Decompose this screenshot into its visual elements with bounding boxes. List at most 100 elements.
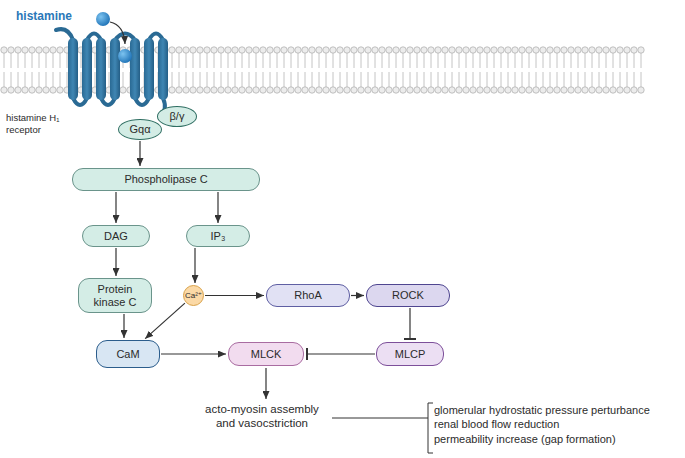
lipid-head — [624, 47, 630, 53]
lipid-tail — [424, 53, 425, 68]
lipid-head — [120, 87, 126, 93]
lipid-tail — [529, 72, 530, 87]
lipid-head — [358, 47, 364, 53]
lipid-tail — [95, 53, 96, 68]
lipid-tail — [291, 53, 292, 68]
lipid-tail — [347, 53, 348, 68]
lipid-tail — [221, 53, 222, 68]
lipid-tail — [235, 72, 236, 87]
lipid-tail — [39, 53, 40, 68]
lipid-head — [295, 87, 301, 93]
lipid-head — [554, 87, 560, 93]
lipid-head — [155, 47, 161, 53]
lipid-tail — [32, 53, 33, 68]
lipid-tail — [200, 53, 201, 68]
lipid-tail — [536, 72, 537, 87]
lipid-head — [148, 87, 154, 93]
lipid-head — [379, 47, 385, 53]
lipid-head — [1, 87, 7, 93]
lipid-tail — [382, 53, 383, 68]
lipid-head — [638, 47, 644, 53]
lipid-head — [57, 87, 63, 93]
node-text: Protein kinase C — [88, 283, 142, 308]
lipid-head — [281, 87, 287, 93]
lipid-tail — [375, 72, 376, 87]
lipid-tail — [627, 72, 628, 87]
lipid-head — [533, 87, 539, 93]
lipid-head — [78, 87, 84, 93]
lipid-tail — [536, 53, 537, 68]
lipid-tail — [165, 53, 166, 68]
lipid-head — [484, 47, 490, 53]
process-box: RhoA — [266, 284, 350, 307]
lipid-tail — [431, 72, 432, 87]
lipid-tail — [53, 72, 54, 87]
lipid-head — [617, 87, 623, 93]
signal-arrow — [205, 295, 264, 296]
lipid-head — [85, 47, 91, 53]
lipid-tail — [641, 72, 642, 87]
lipid-tail — [417, 72, 418, 87]
lipid-head — [379, 87, 385, 93]
lipid-tail — [599, 72, 600, 87]
receptor-loop — [101, 98, 115, 105]
lipid-head — [64, 47, 70, 53]
lipid-tail — [109, 72, 110, 87]
receptor-loop — [135, 98, 149, 105]
lipid-tail — [487, 53, 488, 68]
lipid-tail — [606, 72, 607, 87]
lipid-tail — [522, 72, 523, 87]
lipid-head — [71, 47, 77, 53]
receptor-helix — [96, 38, 106, 100]
lipid-tail — [459, 72, 460, 87]
lipid-tail — [214, 72, 215, 87]
lipid-tail — [102, 72, 103, 87]
lipid-head — [225, 87, 231, 93]
lipid-head — [197, 87, 203, 93]
effect-label: permeability increase (gap formation) — [434, 433, 616, 447]
signal-arrow — [123, 314, 124, 338]
node-text: Gqα — [129, 123, 150, 136]
lipid-head — [239, 87, 245, 93]
lipid-head — [274, 47, 280, 53]
lipid-tail — [270, 72, 271, 87]
lipid-tail — [32, 72, 33, 87]
lipid-head — [519, 87, 525, 93]
lipid-head — [421, 87, 427, 93]
process-box: DAG — [82, 225, 150, 247]
lipid-head — [113, 47, 119, 53]
lipid-tail — [144, 53, 145, 68]
lipid-tail — [571, 72, 572, 87]
lipid-head — [92, 87, 98, 93]
lipid-tail — [186, 72, 187, 87]
lipid-head — [526, 47, 532, 53]
lipid-head — [169, 47, 175, 53]
lipid-head — [120, 47, 126, 53]
lipid-head — [498, 47, 504, 53]
lipid-tail — [550, 72, 551, 87]
lipid-head — [365, 87, 371, 93]
lipid-head — [414, 87, 420, 93]
lipid-head — [631, 87, 637, 93]
lipid-head — [106, 87, 112, 93]
lipid-head — [253, 87, 259, 93]
lipid-tail — [487, 72, 488, 87]
lipid-tail — [249, 53, 250, 68]
lipid-head — [393, 87, 399, 93]
lipid-tail — [11, 72, 12, 87]
lipid-tail — [25, 53, 26, 68]
lipid-tail — [312, 53, 313, 68]
lipid-tail — [620, 53, 621, 68]
lipid-head — [442, 47, 448, 53]
ligand-ball — [96, 12, 110, 26]
lipid-head — [526, 87, 532, 93]
lipid-head — [568, 87, 574, 93]
lipid-tail — [557, 53, 558, 68]
lipid-head — [141, 47, 147, 53]
node-text: CaM — [116, 348, 139, 361]
lipid-head — [400, 47, 406, 53]
lipid-tail — [207, 72, 208, 87]
lipid-tail — [305, 72, 306, 87]
lipid-head — [456, 47, 462, 53]
